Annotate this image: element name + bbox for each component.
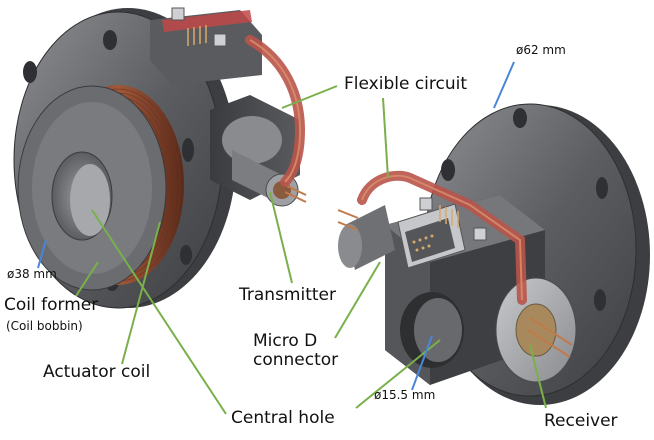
leader-coil-former bbox=[75, 261, 99, 297]
leader-actuator-coil bbox=[121, 221, 161, 365]
dimension-phi15-5: ø15.5 mm bbox=[374, 388, 436, 402]
leader-central-hole-left bbox=[91, 209, 227, 415]
dimension-phi62: ø62 mm bbox=[516, 43, 566, 57]
leader-flexible-circuit-left bbox=[281, 85, 338, 109]
label-transmitter: Transmitter bbox=[239, 285, 336, 305]
left-assembly bbox=[13, 7, 307, 309]
label-coil-bobbin: (Coil bobbin) bbox=[6, 319, 83, 333]
leader-lines bbox=[37, 61, 547, 415]
leader-transmitter bbox=[269, 191, 293, 284]
label-receiver: Receiver bbox=[544, 411, 618, 431]
leader-phi155 bbox=[411, 335, 433, 391]
label-flexible-circuit: Flexible circuit bbox=[344, 74, 468, 94]
dimension-phi38: ø38 mm bbox=[7, 267, 57, 281]
leader-receiver bbox=[529, 344, 547, 409]
leader-phi38 bbox=[37, 239, 47, 269]
leader-phi62 bbox=[493, 61, 515, 109]
label-micro-d: Micro D bbox=[253, 331, 318, 351]
label-actuator-coil: Actuator coil bbox=[43, 362, 151, 382]
label-central-hole: Central hole bbox=[231, 408, 335, 428]
label-coil-former: Coil former bbox=[4, 295, 99, 315]
leader-flexible-circuit-right bbox=[382, 97, 389, 179]
leader-micro-d bbox=[334, 261, 381, 339]
label-micro-d-connector: connector bbox=[253, 350, 339, 370]
right-assembly bbox=[337, 103, 650, 405]
